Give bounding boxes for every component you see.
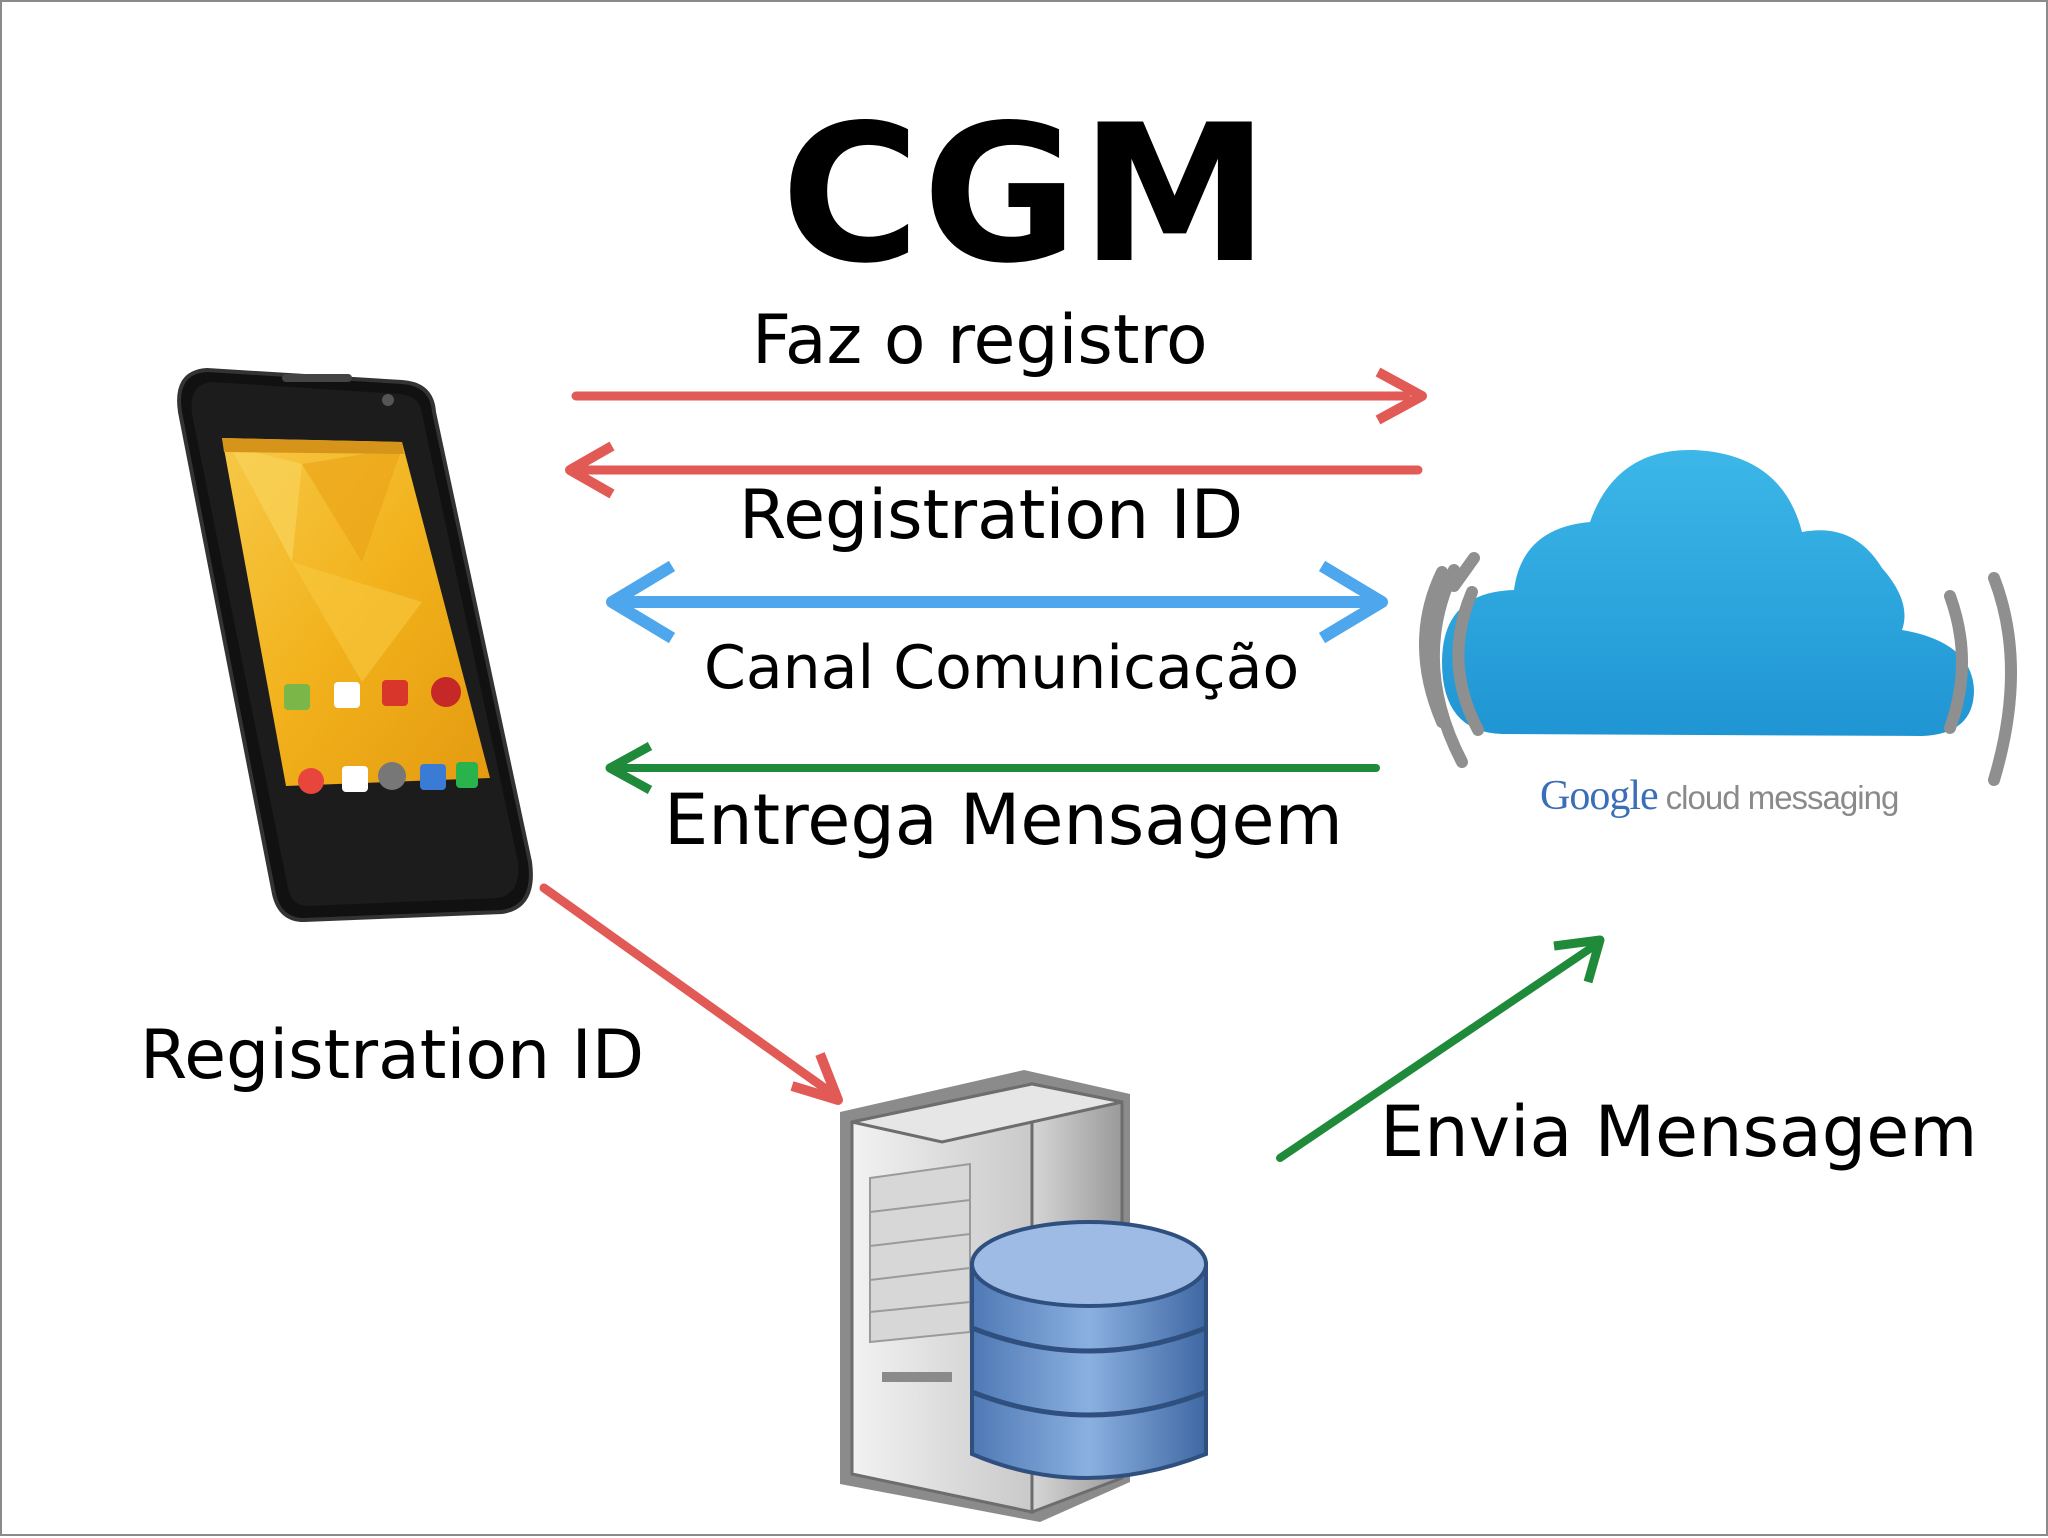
arrow-server-to-cloud — [1276, 935, 1605, 1162]
arrow-channel — [606, 560, 1388, 644]
server-icon — [840, 1070, 1208, 1522]
page-title: CGM — [780, 84, 1272, 305]
arrow-phone-to-server — [539, 883, 843, 1105]
channel-label: Canal Comunicação — [704, 633, 1300, 703]
logo-product: cloud messaging — [1665, 779, 1900, 816]
phone-to-server-label: Registration ID — [140, 1016, 645, 1095]
registration-id-label: Registration ID — [739, 476, 1244, 555]
arrow-deliver — [605, 742, 1380, 794]
logo-brand: Google — [1540, 773, 1659, 819]
database-icon — [970, 1220, 1208, 1480]
register-label: Faz o registro — [752, 301, 1208, 380]
app-icons — [284, 677, 478, 794]
cloud-icon — [1419, 449, 2017, 786]
arrow-register — [571, 367, 1427, 425]
phone-icon — [177, 367, 533, 923]
send-message-label: Envia Mensagem — [1380, 1091, 1978, 1173]
arrow-registration-id — [565, 441, 1423, 499]
deliver-message-label: Entrega Mensagem — [664, 779, 1343, 861]
signal-waves-right-icon — [1944, 572, 2017, 786]
